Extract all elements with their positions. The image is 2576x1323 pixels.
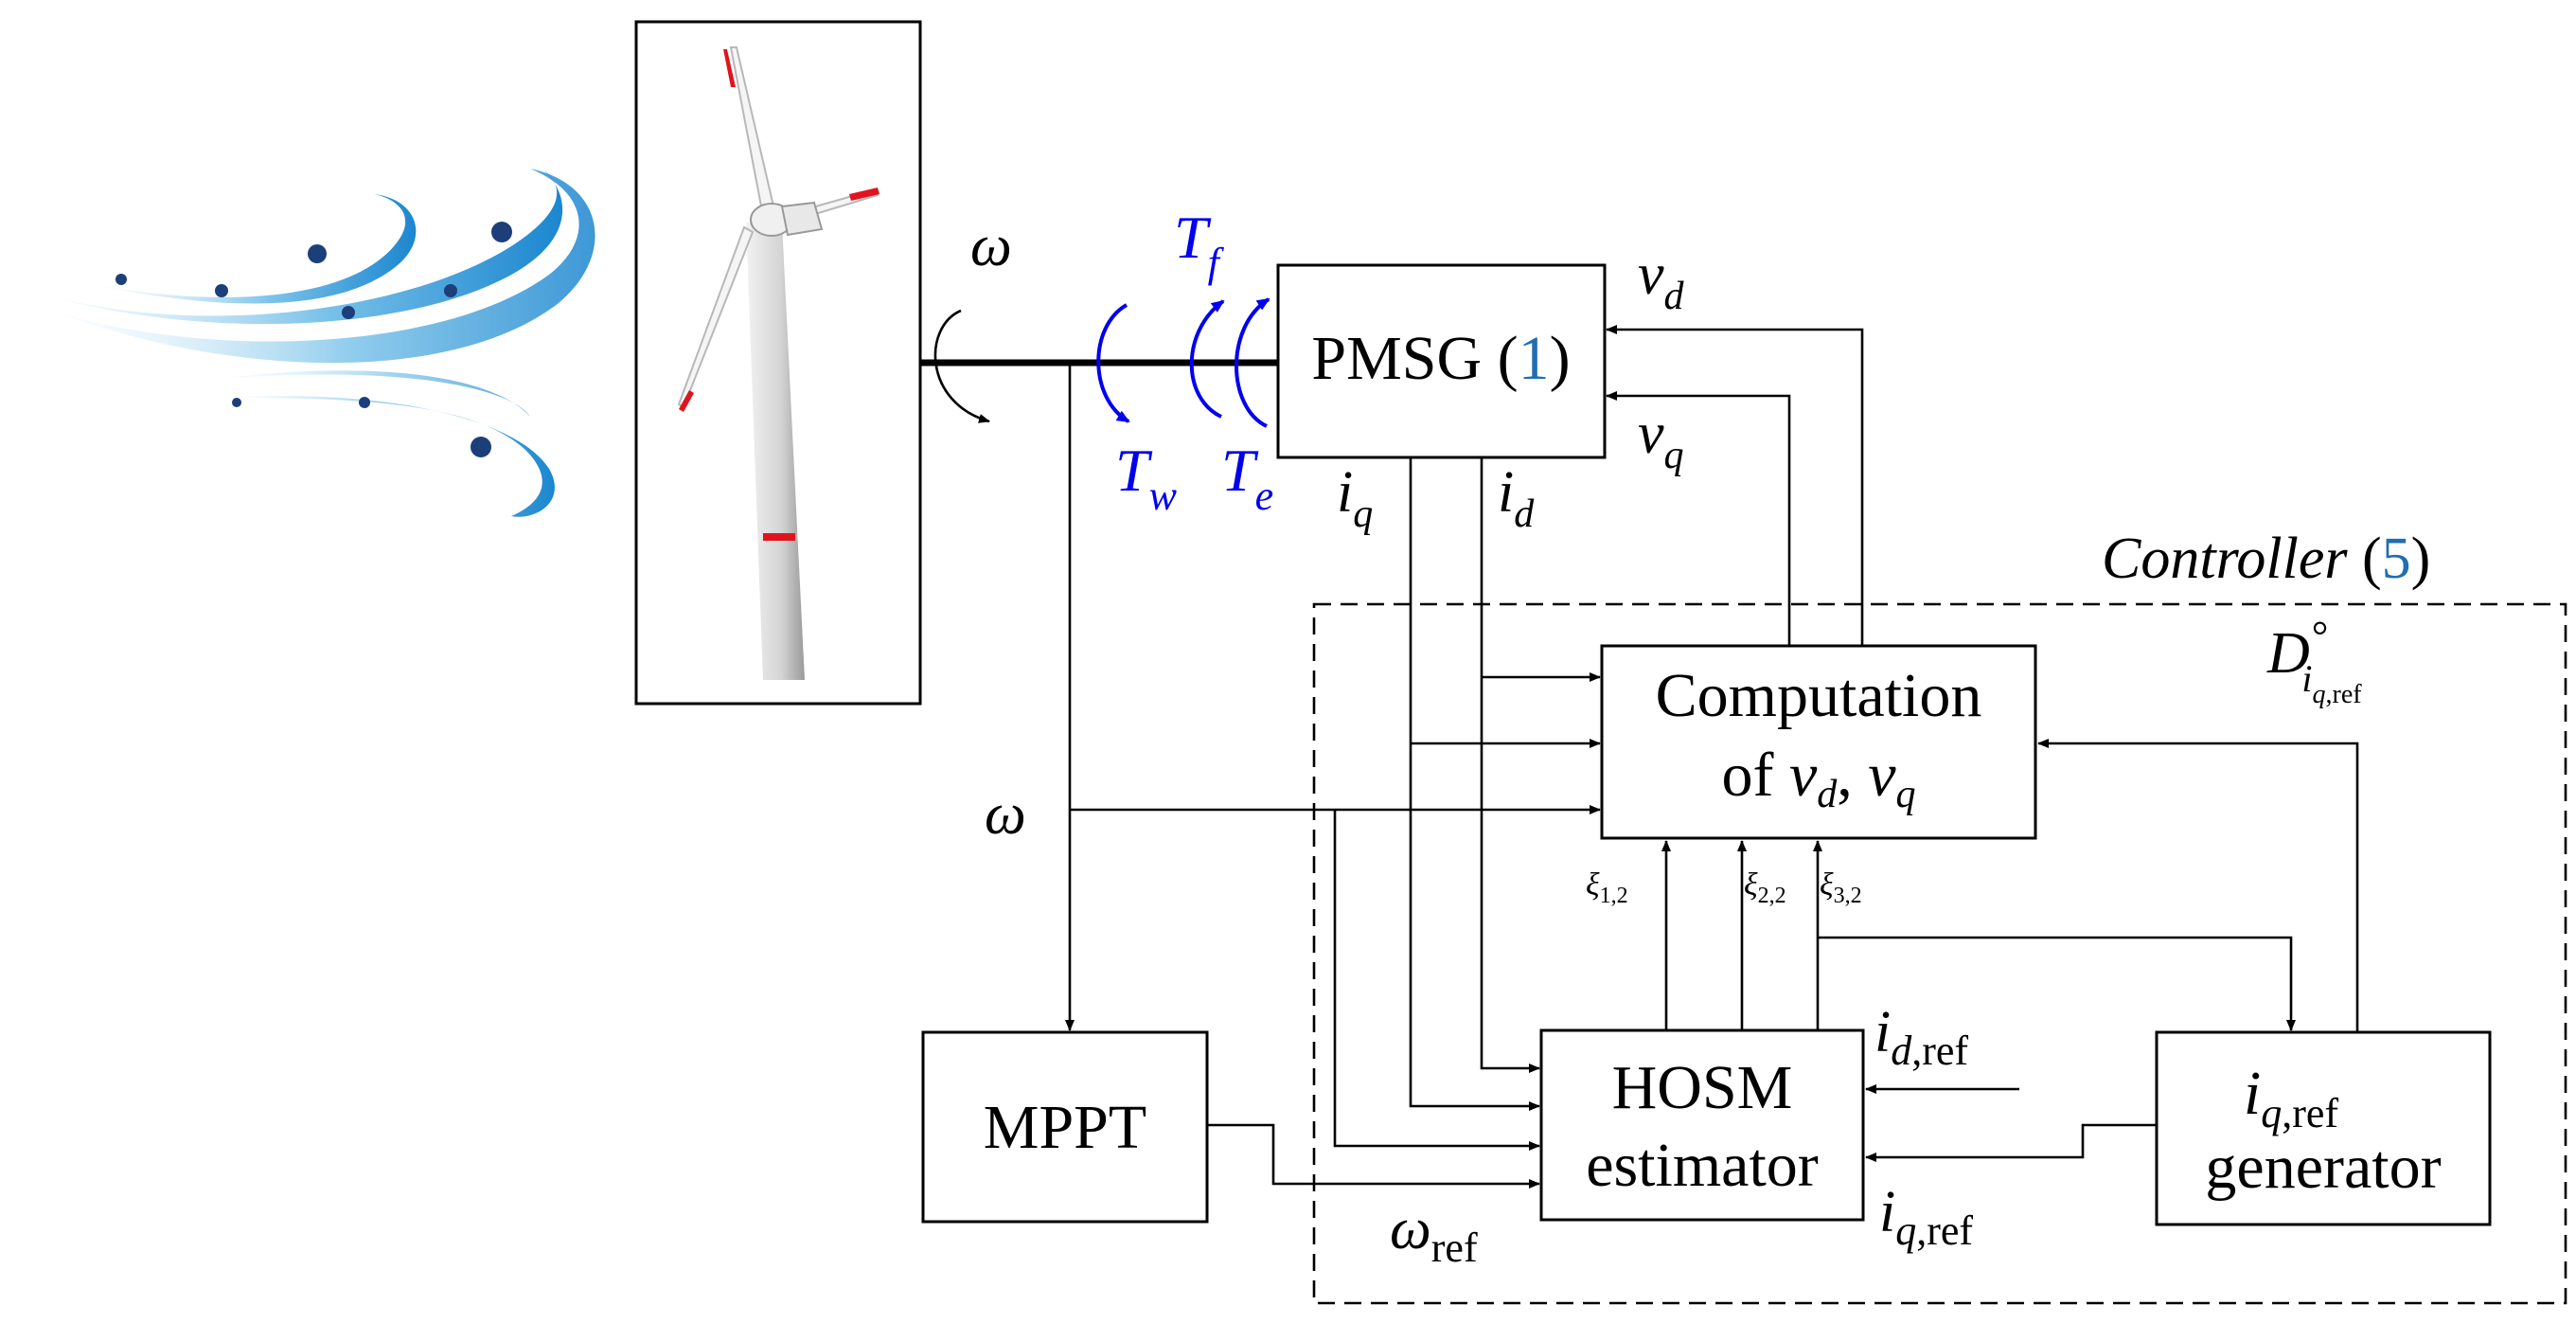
computation-block: Computation of vd, vq	[1600, 644, 2037, 840]
computation-label-line2: of vd, vq	[1721, 741, 1915, 816]
svg-text:PMSG (1): PMSG (1)	[1311, 324, 1570, 393]
computation-label-line1: Computation	[1656, 661, 1982, 730]
vd-label: vd	[1638, 242, 1685, 318]
vq-label: vq	[1638, 402, 1684, 477]
wind-illustration	[24, 169, 595, 517]
torque-te-label: Te	[1221, 437, 1273, 519]
controller-boundary	[1312, 602, 2567, 1305]
hosm-label-line2: estimator	[1586, 1131, 1819, 1200]
xi12-label: ξ1,2	[1586, 867, 1628, 908]
mppt-block: MPPT	[921, 1030, 1209, 1224]
id-label: id	[1498, 460, 1535, 536]
mppt-label: MPPT	[984, 1093, 1146, 1162]
iq-label: iq	[1337, 460, 1373, 536]
omega-label-shaft: ω	[970, 214, 1012, 278]
omega-label-feed: ω	[985, 782, 1026, 847]
pmsg-eq-ref: 1	[1519, 324, 1550, 393]
idref-label: id,ref	[1874, 1000, 1968, 1074]
signal-lines	[1065, 325, 2359, 1189]
rotation-arrow	[933, 309, 990, 423]
hosm-label-line1: HOSM	[1612, 1053, 1793, 1122]
torque-arrows	[1096, 297, 1270, 428]
torque-tw-label: Tw	[1115, 437, 1178, 519]
d-iqref-label: D°iq,ref	[2266, 613, 2362, 709]
hosm-estimator-block: HOSM estimator	[1539, 1028, 1865, 1222]
xi22-label: ξ2,2	[1744, 867, 1786, 908]
iqref-generator-block: iq,ref generator	[2155, 1030, 2492, 1226]
torque-tf-label: Tf	[1174, 204, 1225, 286]
xi32-label: ξ3,2	[1820, 867, 1862, 908]
controller-label: Controller (5)	[2102, 527, 2430, 591]
pmsg-label: PMSG	[1311, 324, 1482, 393]
pmsg-block: PMSG (1)	[1276, 263, 1607, 459]
iqref-gen-label-line1: iq,ref	[2244, 1059, 2339, 1136]
wind-turbine-illustration	[634, 20, 922, 706]
omega-ref-label: ωref	[1390, 1197, 1478, 1271]
iqref-gen-label-line2: generator	[2205, 1133, 2441, 1202]
iqref-label: iq,ref	[1879, 1180, 1973, 1254]
